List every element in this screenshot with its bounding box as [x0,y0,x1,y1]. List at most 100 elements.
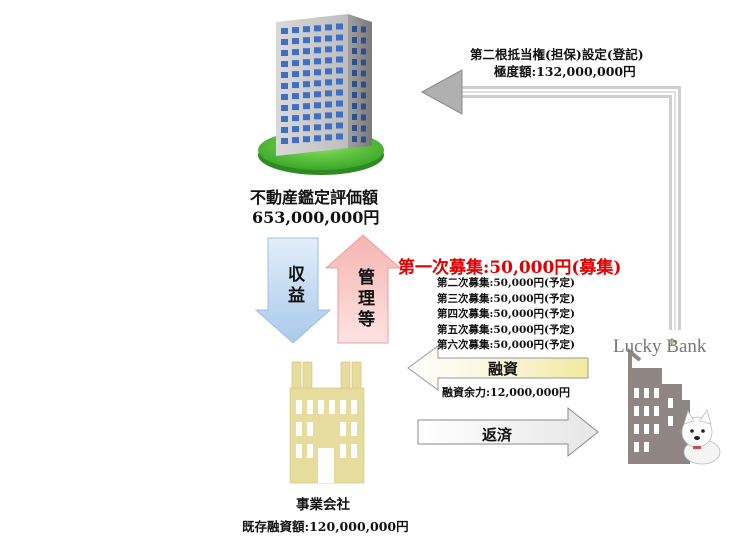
tower-window [325,90,332,97]
tower-window [303,70,310,77]
repayment-label: 返済 [482,426,513,444]
tower-window [303,92,310,99]
tower-window [281,94,288,100]
lien-connector [420,69,681,330]
tower-window [281,39,288,45]
tower-window [303,48,310,55]
tower-window [292,126,299,133]
tower-window [292,137,299,144]
tower-window [303,125,310,132]
management-label: 管理等 [354,268,374,331]
tower-window [281,138,288,144]
tower-window [325,68,332,75]
tower-window [292,60,299,67]
tower-window [303,81,310,88]
tower-window [292,49,299,56]
tower-window [325,112,332,119]
tower-window [336,23,343,30]
tower-window [352,125,357,131]
tower-window [336,111,343,118]
tower-window [336,100,343,107]
tower-window [303,37,310,44]
tower-window [336,122,343,129]
loan-remaining-capacity: 融資余力:12,000,000円 [442,386,570,399]
company-label: 事業会社 [296,497,350,513]
planned-recruitment-item: 第三次募集:50,000円(予定) [437,292,575,305]
tower-window [336,133,343,140]
income-label: 収益 [284,265,304,307]
tower-window [314,124,321,131]
tower-window [292,38,299,45]
tower-window [281,83,288,89]
clover-icon: ✤ [668,338,676,348]
tower-window [314,80,321,87]
lien-setting-label: 第二根抵当権(担保)設定(登記) [470,47,644,62]
tower-window [352,103,357,109]
tower-window [336,78,343,85]
planned-recruitment-item: 第二次募集:50,000円(予定) [437,277,575,289]
tower-window [361,81,366,88]
tower-window [281,61,288,67]
planned-recruitment-item: 第四次募集:50,000円(予定) [437,308,575,320]
tower-window [314,113,321,120]
tower-window [352,59,357,65]
tower-window [352,70,357,76]
property-appraisal-value: 653,000,000円 [252,208,380,227]
tower-window [314,36,321,43]
tower-window [325,134,332,141]
tower-window [314,69,321,76]
repayment-arrow [417,406,599,458]
tower-window [281,105,288,111]
tower-window [314,102,321,109]
tower-window [336,67,343,74]
tower-window [352,48,357,54]
tower-window [281,50,288,56]
tower-window [292,115,299,122]
planned-recruitment-list: 第二次募集:50,000円(予定) 第三次募集:50,000円(予定) 第四次募… [437,276,575,354]
tower-window [314,91,321,98]
income-arrow [254,237,332,344]
tower-window [281,72,288,78]
company-existing-loan: 既存融資額:120,000,000円 [242,519,409,534]
tower-window [361,114,366,121]
tower-window [281,116,288,122]
tower-window [336,34,343,41]
tower-window [361,26,366,33]
tower-window [336,45,343,52]
planned-recruitment-item: 第五次募集:50,000円(予定) [437,323,575,336]
tower-window [292,71,299,78]
first-recruitment: 第一次募集:50,000円(募集) [398,258,622,278]
tower-window [281,127,288,133]
tower-window [281,28,288,34]
tower-window [361,70,366,77]
tower-window [361,37,366,44]
tower-window [336,89,343,96]
tower-window [361,92,366,99]
tower-window [352,26,357,32]
dog-mascot-icon [681,409,721,465]
tower-window [352,81,357,87]
tower-window [314,58,321,65]
tower-window [325,79,332,86]
tower-window [314,135,321,142]
tower-window [303,26,310,33]
tower-window [361,48,366,55]
lien-maximum-amount: 極度額:132,000,000円 [494,64,636,79]
tower-window [352,114,357,120]
tower-window [292,82,299,89]
property-building-icon [258,14,384,175]
tower-window [292,27,299,34]
tower-window [314,47,321,54]
management-arrow [324,234,402,344]
tower-window [303,114,310,121]
loan-label: 融資 [488,360,519,378]
bank-building-icon [628,347,690,464]
tower-window [325,101,332,108]
tower-window [292,93,299,100]
tower-window [352,136,357,142]
tower-window [361,136,366,143]
loan-arrow [407,345,589,391]
company-windows [296,400,357,483]
tower-window [303,136,310,143]
